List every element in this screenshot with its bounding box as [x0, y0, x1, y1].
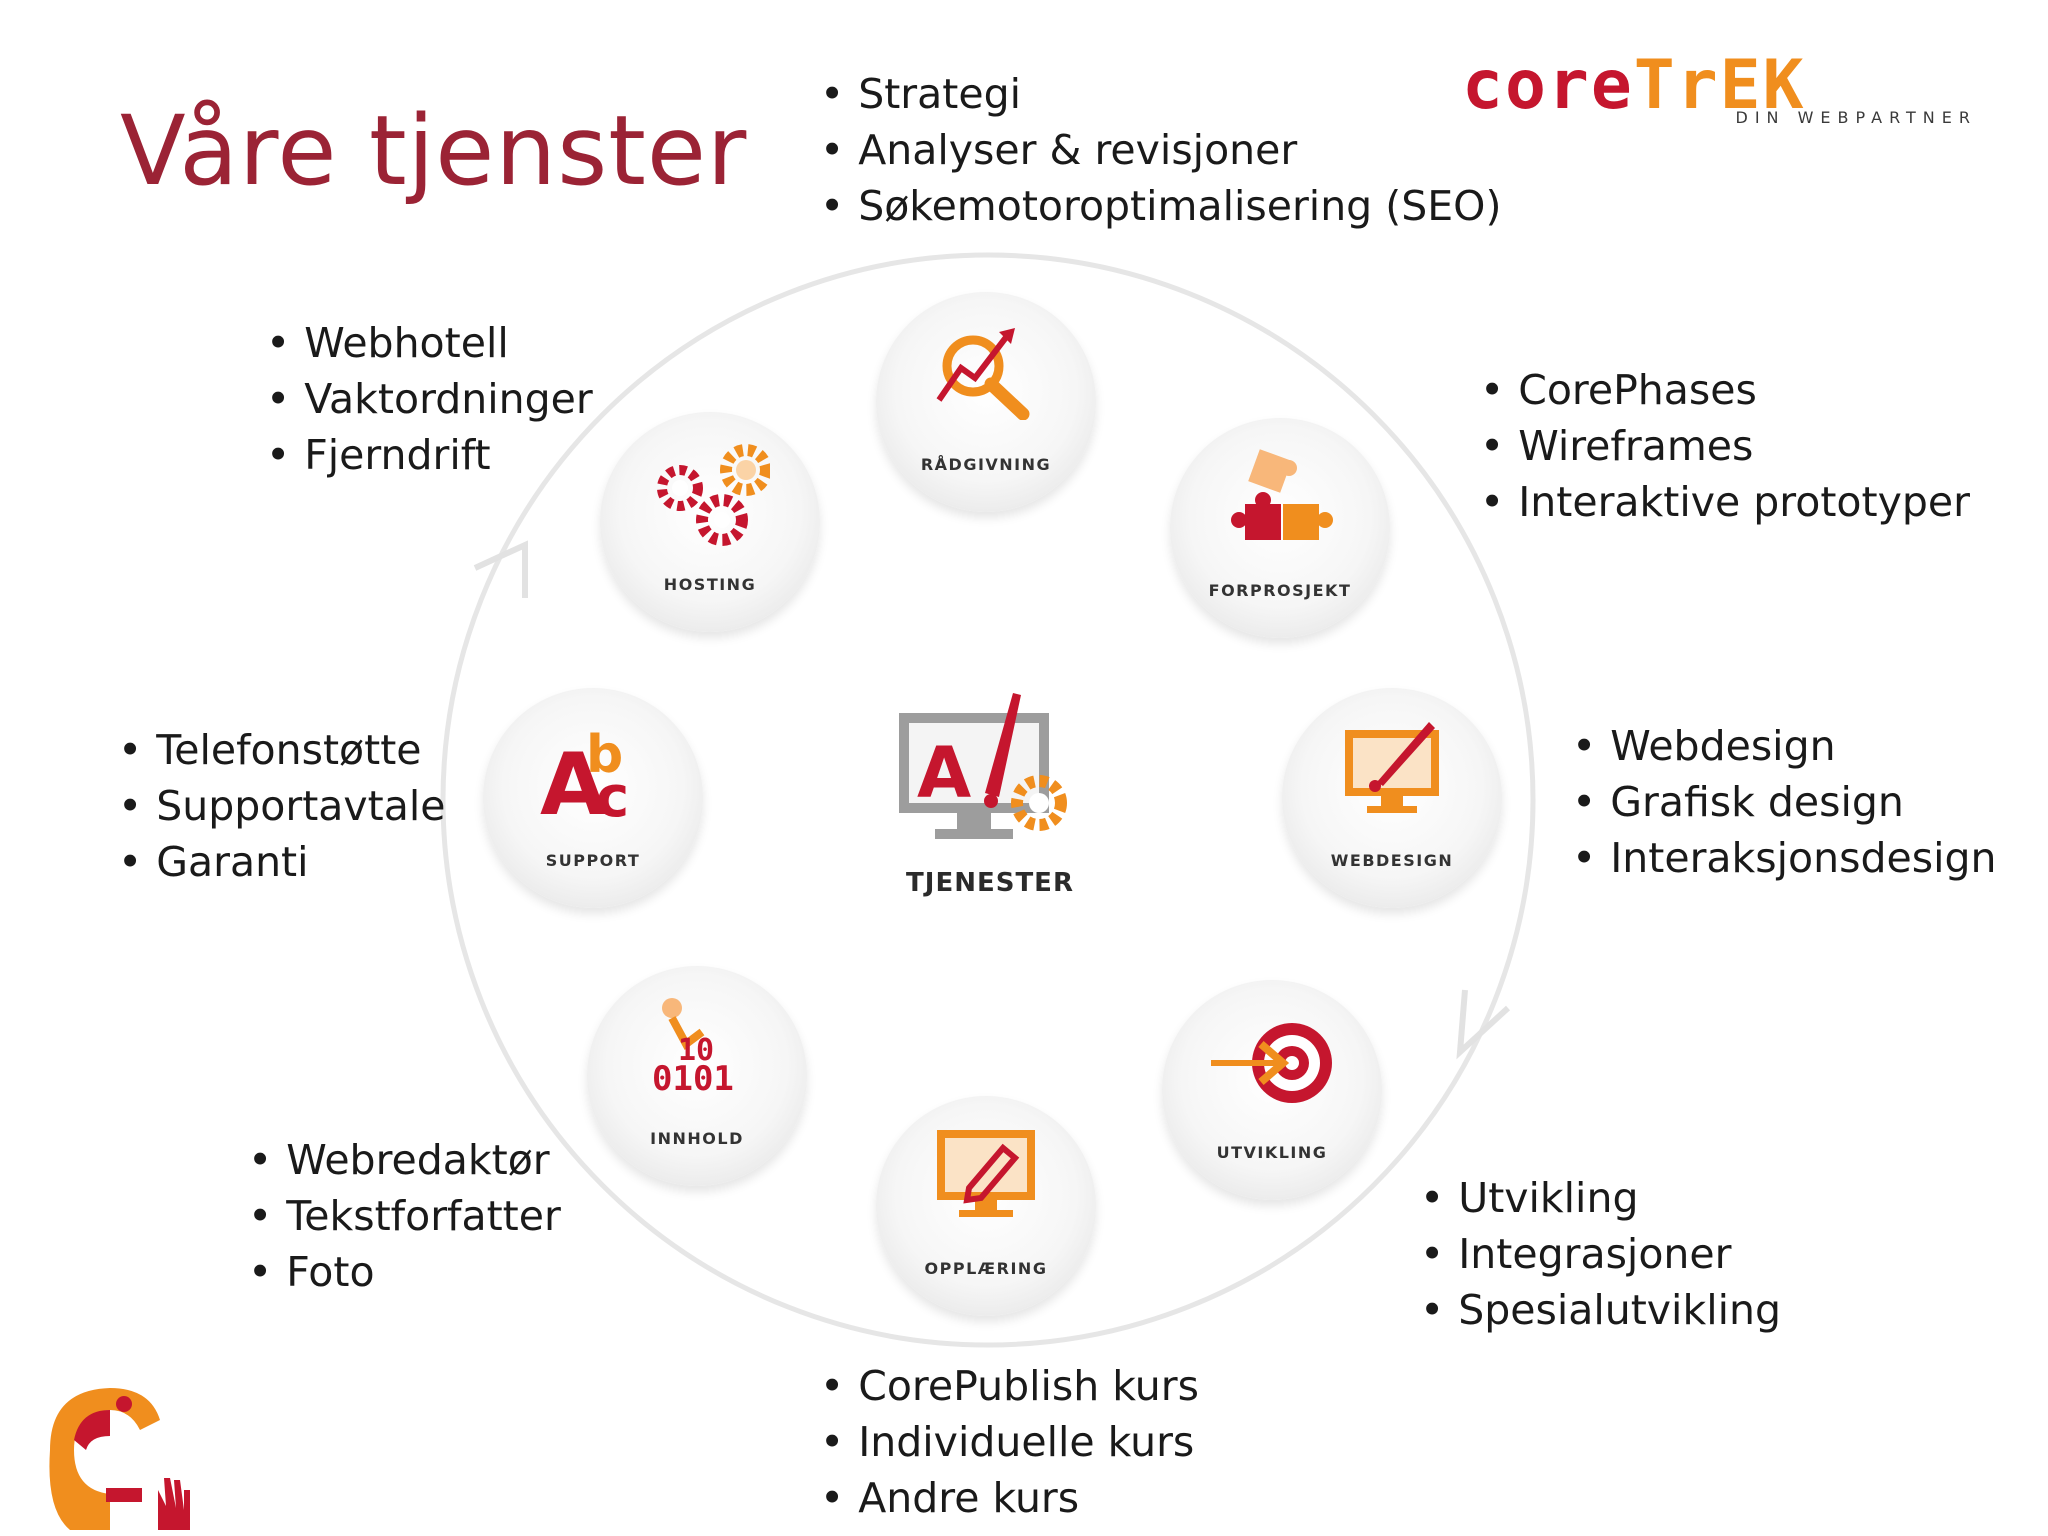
- bullets-utvikling: Utvikling Integrasjoner Spesialutvikling: [1420, 1170, 1781, 1338]
- gears-icon: [657, 444, 770, 546]
- svg-text:c: c: [596, 765, 629, 826]
- bullet-item: Spesialutvikling: [1420, 1282, 1781, 1338]
- bullet-item: Webhotell: [266, 315, 593, 371]
- bullet-item: Interaktive prototyper: [1480, 474, 1970, 530]
- node-webdesign[interactable]: WEBDESIGN: [1282, 688, 1502, 908]
- node-label: UTVIKLING: [1216, 1143, 1328, 1162]
- cycle-arrow-icon: [1456, 989, 1511, 1060]
- node-label: SUPPORT: [545, 851, 641, 870]
- logo-subtitle: DIN WEBPARTNER: [1735, 108, 1977, 127]
- node-label: FORPROSJEKT: [1208, 581, 1352, 600]
- node-opplaering[interactable]: OPPLÆRING: [876, 1096, 1096, 1316]
- bullet-item: Webdesign: [1572, 718, 1996, 774]
- node-label: INNHOLD: [650, 1129, 744, 1148]
- bullets-opplaering: CorePublish kurs Individuelle kurs Andre…: [820, 1358, 1199, 1526]
- cycle-arrow-icon: [473, 540, 528, 598]
- bullet-item: Grafisk design: [1572, 774, 1996, 830]
- bullet-item: Interaksjonsdesign: [1572, 830, 1996, 886]
- chart-magnifier-icon: [936, 328, 1030, 420]
- bullet-item: Fjerndrift: [266, 427, 593, 483]
- bullet-item: Wireframes: [1480, 418, 1970, 474]
- bullet-item: Supportavtale: [118, 778, 445, 834]
- target-arrow-icon: [1211, 1023, 1332, 1103]
- bullet-item: Andre kurs: [820, 1470, 1199, 1526]
- bullets-webdesign: Webdesign Grafisk design Interaksjonsdes…: [1572, 718, 1996, 886]
- coretrek-logo: coreTrEK DIN WEBPARTNER: [1462, 50, 1977, 130]
- svg-text:0101: 0101: [652, 1059, 734, 1099]
- abc-letters-icon: A b c: [540, 725, 629, 826]
- slide-title: Våre tjenster: [120, 95, 748, 207]
- bullet-item: Foto: [248, 1244, 561, 1300]
- node-radgivning[interactable]: RÅDGIVNING: [876, 292, 1096, 512]
- bullet-item: Integrasjoner: [1420, 1226, 1781, 1282]
- bullets-forprosjekt: CorePhases Wireframes Interaktive protot…: [1480, 362, 1970, 530]
- bullet-item: CorePhases: [1480, 362, 1970, 418]
- bullet-item: Utvikling: [1420, 1170, 1781, 1226]
- node-forprosjekt[interactable]: FORPROSJEKT: [1170, 418, 1390, 638]
- node-hosting[interactable]: HOSTING: [600, 412, 820, 632]
- svg-text:b: b: [586, 725, 623, 785]
- bullet-item: Telefonstøtte: [118, 722, 445, 778]
- mascot-icon: [49, 1388, 190, 1530]
- monitor-pencil-icon: [937, 1130, 1035, 1217]
- bullets-support: Telefonstøtte Supportavtale Garanti: [118, 722, 445, 890]
- puzzle-icon: [1231, 449, 1333, 540]
- logo-trek-text: TrEK: [1633, 46, 1806, 125]
- node-support[interactable]: A b c SUPPORT: [483, 688, 703, 908]
- bullet-item: Individuelle kurs: [820, 1414, 1199, 1470]
- bullets-radgivning: Strategi Analyser & revisjoner Søkemotor…: [820, 66, 1501, 234]
- node-utvikling[interactable]: UTVIKLING: [1162, 980, 1382, 1200]
- svg-text:10: 10: [678, 1033, 714, 1068]
- node-label: HOSTING: [663, 575, 757, 594]
- svg-text:A: A: [540, 735, 607, 826]
- bullet-item: Søkemotoroptimalisering (SEO): [820, 178, 1501, 234]
- center-label: TJENESTER: [906, 868, 1074, 898]
- bullet-item: Tekstforfatter: [248, 1188, 561, 1244]
- bullets-hosting: Webhotell Vaktordninger Fjerndrift: [266, 315, 593, 483]
- node-label: RÅDGIVNING: [920, 455, 1052, 474]
- binary-blocks-icon: 0101 10: [652, 998, 734, 1099]
- bullets-innhold: Webredaktør Tekstforfatter Foto: [248, 1132, 561, 1300]
- services-monitor-icon: A: [899, 693, 1067, 839]
- bullet-item: CorePublish kurs: [820, 1358, 1199, 1414]
- bullet-item: Analyser & revisjoner: [820, 122, 1501, 178]
- node-innhold[interactable]: 0101 10 INNHOLD: [587, 966, 807, 1186]
- bullet-item: Strategi: [820, 66, 1501, 122]
- node-label: OPPLÆRING: [924, 1259, 1048, 1278]
- bullet-item: Webredaktør: [248, 1132, 561, 1188]
- monitor-brush-icon: [1345, 722, 1439, 813]
- bullet-item: Vaktordninger: [266, 371, 593, 427]
- node-label: WEBDESIGN: [1330, 851, 1454, 870]
- bullet-item: Garanti: [118, 834, 445, 890]
- svg-text:A: A: [917, 732, 971, 814]
